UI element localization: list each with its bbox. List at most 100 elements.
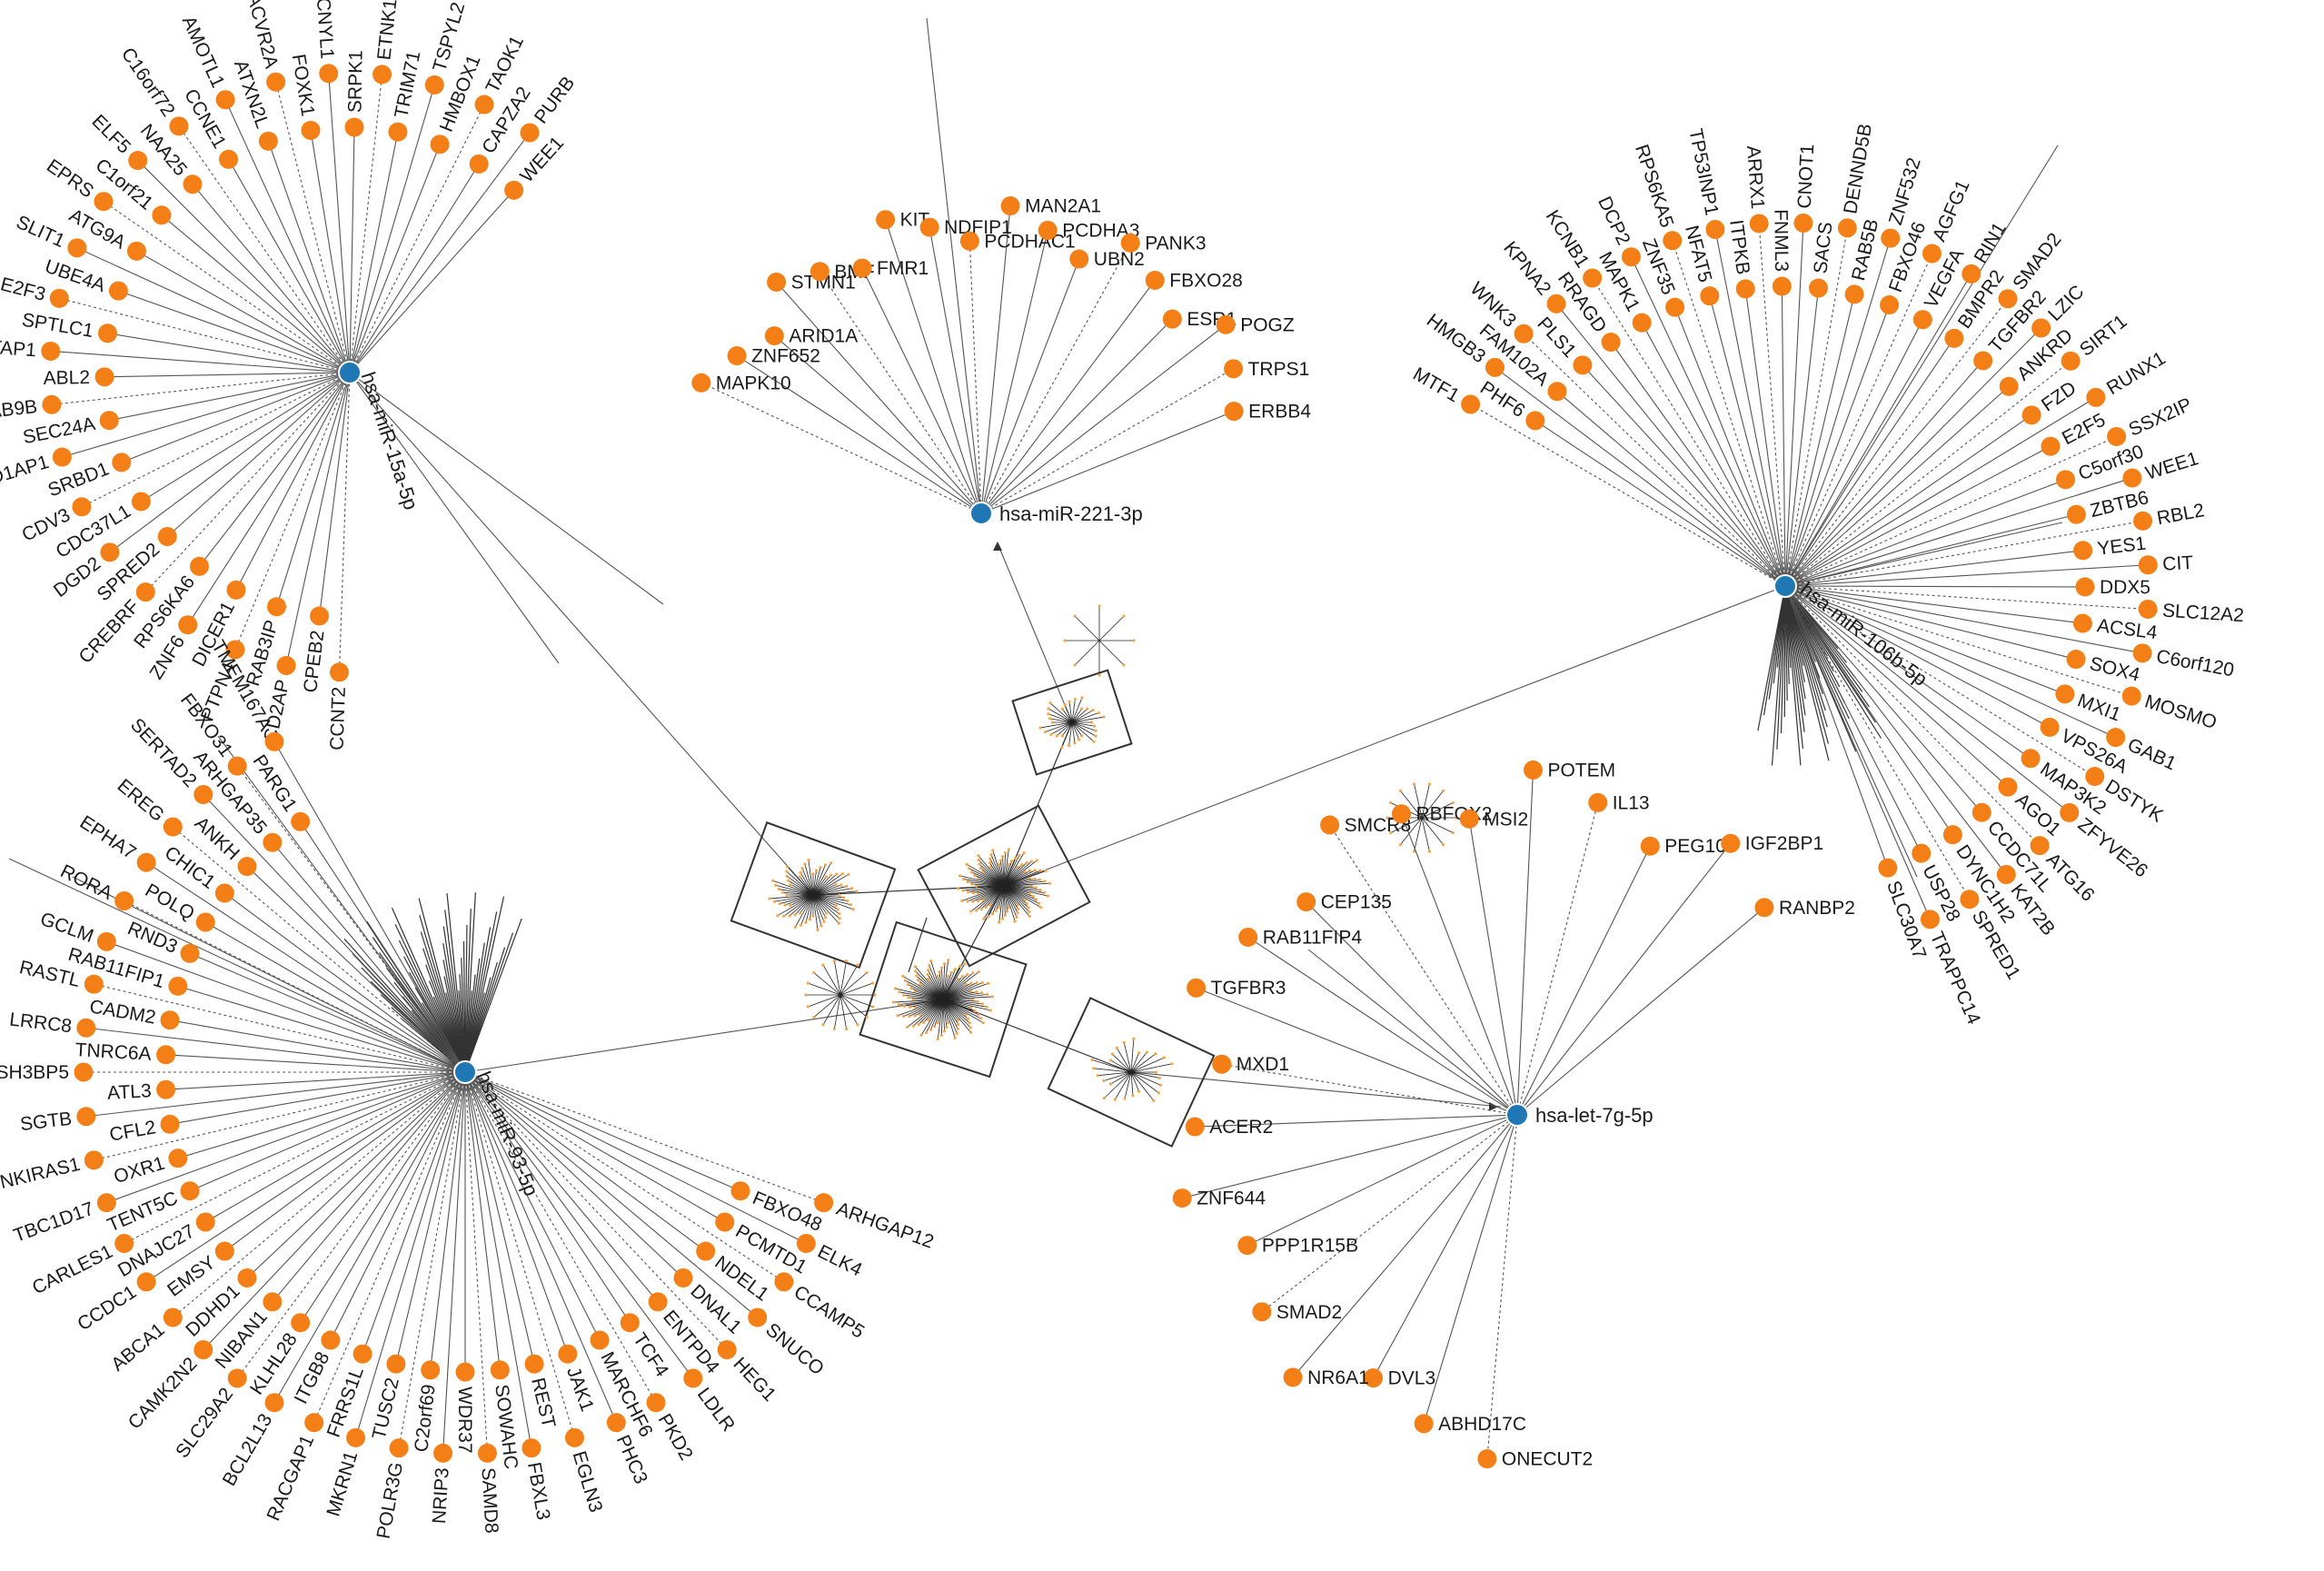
gene-node-tent5c[interactable]: [180, 1181, 200, 1201]
gene-node-lzic[interactable]: [2031, 318, 2051, 338]
gene-node-lrrc8[interactable]: [76, 1018, 96, 1038]
gene-node-carles1[interactable]: [114, 1233, 134, 1253]
gene-node-arhgap12[interactable]: [814, 1193, 834, 1213]
gene-node-rab5b[interactable]: [1844, 284, 1864, 304]
gene-node-arid1a[interactable]: [764, 326, 784, 346]
gene-node-map3k2[interactable]: [2021, 749, 2041, 769]
gene-node-trim71[interactable]: [388, 122, 408, 142]
gene-node-entpd4[interactable]: [648, 1292, 668, 1312]
gene-node-tusc2[interactable]: [386, 1354, 406, 1374]
gene-node-ppp1r15b[interactable]: [1237, 1236, 1257, 1256]
gene-node-cpeb2[interactable]: [310, 606, 330, 626]
gene-node-wdr37[interactable]: [455, 1362, 475, 1382]
mirna-node-hsa-mir-15a-5p[interactable]: [338, 361, 362, 384]
gene-node-kat2b[interactable]: [1996, 865, 2016, 885]
gene-node-smad2[interactable]: [1998, 289, 2018, 309]
gene-node-mtf1[interactable]: [1461, 394, 1481, 414]
gene-node-klhl28[interactable]: [291, 1313, 311, 1333]
gene-node-ccdc1[interactable]: [136, 1272, 156, 1292]
gene-node-smad2[interactable]: [1252, 1302, 1272, 1322]
gene-node-nrip3[interactable]: [433, 1443, 453, 1463]
gene-node-rragd[interactable]: [1601, 333, 1621, 353]
gene-node-mkrn1[interactable]: [346, 1427, 366, 1447]
gene-node-usp28[interactable]: [1912, 843, 1932, 863]
gene-node-rps6ka6[interactable]: [189, 556, 209, 576]
gene-node-tp53inp1[interactable]: [1705, 219, 1725, 239]
gene-node-heg1[interactable]: [717, 1339, 737, 1359]
gene-node-atg9a[interactable]: [126, 241, 146, 261]
gene-node-ndel1[interactable]: [696, 1241, 716, 1261]
gene-node-sacs[interactable]: [1808, 278, 1828, 298]
gene-node-ccdc71l[interactable]: [1971, 802, 1991, 822]
gene-node-znf644[interactable]: [1172, 1188, 1192, 1208]
gene-node-ereg[interactable]: [163, 817, 183, 837]
gene-node-tbc1d17[interactable]: [96, 1193, 116, 1213]
gene-node-mapk1[interactable]: [1632, 313, 1652, 333]
gene-node-c2orf69[interactable]: [421, 1360, 441, 1380]
gene-node-rab11fip1[interactable]: [168, 976, 188, 996]
gene-node-dync1h2[interactable]: [1942, 825, 1962, 845]
gene-node-sertad2[interactable]: [194, 785, 214, 805]
gene-node-man2a1[interactable]: [1000, 196, 1020, 216]
gene-node-arrx1[interactable]: [1749, 214, 1769, 234]
gene-node-ndfip1[interactable]: [919, 217, 939, 237]
gene-node-ssx2ip[interactable]: [2107, 426, 2127, 446]
gene-node-parg1[interactable]: [291, 811, 311, 831]
gene-node-srbd1[interactable]: [112, 452, 132, 472]
gene-node-etnk1[interactable]: [372, 65, 392, 85]
gene-node-dicer1[interactable]: [226, 580, 246, 600]
gene-node-gab1[interactable]: [2106, 728, 2126, 748]
gene-node-emsy[interactable]: [214, 1241, 234, 1261]
gene-node-kpna2[interactable]: [1546, 293, 1566, 313]
gene-node-racgap1[interactable]: [304, 1413, 324, 1433]
gene-node-cd2ap[interactable]: [276, 656, 296, 676]
gene-node-acvr2a[interactable]: [266, 72, 286, 92]
gene-node-ddhd1[interactable]: [237, 1268, 257, 1288]
gene-node-hmbox1[interactable]: [430, 134, 450, 154]
gene-node-fbxo31[interactable]: [227, 756, 247, 776]
gene-node-rest[interactable]: [524, 1354, 544, 1374]
gene-node-cdc37l1[interactable]: [131, 492, 151, 512]
gene-node-msi2[interactable]: [1459, 809, 1479, 829]
gene-node-samd8[interactable]: [477, 1443, 497, 1463]
gene-node-trappc14[interactable]: [1920, 910, 1940, 930]
gene-node-foxk1[interactable]: [301, 120, 321, 140]
gene-node-ccamp5[interactable]: [774, 1272, 794, 1292]
gene-node-fbxo28[interactable]: [1145, 270, 1165, 290]
gene-node-vegfa[interactable]: [1912, 310, 1932, 330]
gene-node-pogz[interactable]: [1216, 314, 1236, 334]
gene-node-spred1[interactable]: [1960, 890, 1980, 910]
gene-node-rbl2[interactable]: [2133, 511, 2153, 531]
gene-node-sowahc[interactable]: [490, 1360, 510, 1380]
gene-node-mosmo[interactable]: [2121, 686, 2141, 706]
gene-node-pcmtd1[interactable]: [715, 1212, 735, 1232]
gene-node-chic1[interactable]: [214, 883, 234, 903]
gene-node-dstyk[interactable]: [2085, 767, 2105, 787]
gene-node-ankrd[interactable]: [1999, 376, 2019, 396]
gene-node-crebrf[interactable]: [135, 582, 155, 602]
gene-node-ddx5[interactable]: [2075, 577, 2095, 597]
gene-node-itpkb[interactable]: [1735, 279, 1755, 299]
gene-node-kcnb1[interactable]: [1583, 268, 1603, 288]
gene-node-slc29a2[interactable]: [227, 1368, 247, 1388]
gene-node-sirt1[interactable]: [2061, 351, 2081, 371]
gene-node-pank3[interactable]: [1120, 233, 1140, 253]
gene-node-e2f5[interactable]: [2041, 436, 2061, 456]
gene-node-tnrc6a[interactable]: [156, 1045, 176, 1065]
gene-node-znf6[interactable]: [178, 615, 198, 635]
gene-node-phc3[interactable]: [606, 1413, 626, 1433]
gene-node-zfyve26[interactable]: [2060, 802, 2080, 822]
gene-node-ubn2[interactable]: [1069, 249, 1089, 269]
gene-node-pcdha3[interactable]: [1038, 220, 1058, 240]
gene-node-erbb4[interactable]: [1224, 402, 1244, 422]
mirna-node-hsa-mir-106b-5p[interactable]: [1773, 574, 1797, 598]
gene-node-mapk10[interactable]: [691, 373, 711, 393]
gene-node-bmf[interactable]: [809, 262, 829, 282]
gene-node-dvl3[interactable]: [1364, 1368, 1384, 1388]
gene-node-il13[interactable]: [1588, 792, 1608, 812]
gene-node-polq[interactable]: [195, 912, 215, 932]
gene-node-purb[interactable]: [520, 123, 540, 143]
gene-node-rab11fip4[interactable]: [1238, 927, 1258, 947]
gene-node-mxd1[interactable]: [1212, 1054, 1232, 1074]
gene-node-agfg1[interactable]: [1922, 244, 1942, 263]
